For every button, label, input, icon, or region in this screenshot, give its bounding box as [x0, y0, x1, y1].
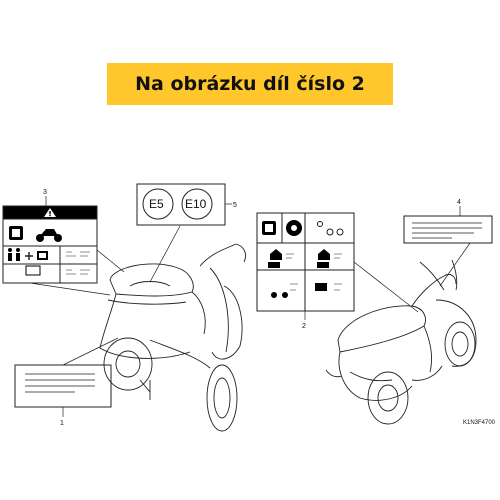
text-label-1 — [14, 364, 112, 408]
fuel-label-5 — [136, 183, 226, 226]
callout-4: 4 — [457, 199, 461, 206]
scooter-side-front-view — [99, 243, 247, 432]
drawing-code: K1N3F4700 — [463, 420, 496, 426]
callout-3: 3 — [43, 189, 47, 196]
callout-2: 2 — [302, 323, 306, 330]
callout-5: 5 — [233, 202, 237, 209]
fuel-label-e10: E10 — [185, 197, 207, 211]
scooter-rear-view — [325, 259, 477, 425]
text-label-4 — [403, 215, 493, 244]
info-label-2 — [256, 212, 355, 312]
page-title: Na obrázku díl číslo 2 — [135, 73, 365, 95]
leader-lines — [29, 196, 471, 417]
fuel-label-e5: E5 — [149, 197, 164, 211]
title-banner: Na obrázku díl číslo 2 — [107, 63, 393, 105]
warning-label-3 — [2, 205, 98, 284]
callout-1: 1 — [60, 420, 64, 427]
